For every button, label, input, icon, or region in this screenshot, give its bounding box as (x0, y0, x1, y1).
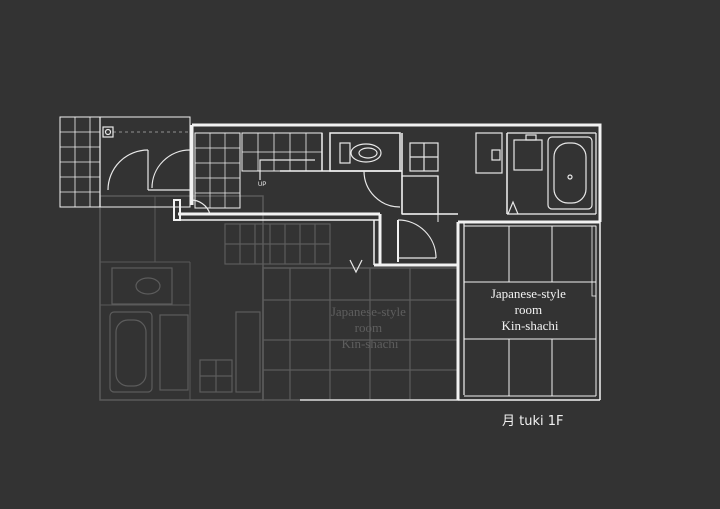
door-swing[interactable] (107, 149, 149, 191)
floor-caption: 月 tuki 1F (502, 414, 564, 429)
toilet-room (329, 132, 401, 208)
bathroom (506, 132, 597, 215)
toilet-icon (350, 143, 382, 163)
tokonoma (591, 225, 597, 297)
outer-walls (173, 123, 602, 401)
staircase[interactable]: UP (241, 132, 402, 188)
ghost-toilet (135, 277, 161, 295)
hall-door-swing[interactable] (397, 219, 437, 259)
entrance-porch (59, 116, 191, 208)
toilet-tank (339, 142, 351, 164)
bathtub (547, 136, 593, 210)
bath-step-icon (507, 200, 519, 215)
faucet-icon (525, 134, 537, 141)
ghost-wash-area (159, 314, 189, 391)
toilet-door-swing[interactable] (363, 170, 401, 208)
ghost-room-label: Japanese-style room Kin-shachi (331, 304, 409, 351)
stair-up-label: UP (258, 182, 266, 188)
bathtub-inner (553, 142, 587, 204)
ghost-tatami-grid (263, 268, 458, 400)
ghost-outer-left (99, 195, 264, 401)
main-floor-layer: UP (59, 116, 602, 429)
ghost-stair (224, 223, 331, 265)
genkan-tiles (189, 132, 241, 215)
kitchen-counter (475, 132, 503, 174)
tatami-room[interactable]: Japanese-style room Kin-shachi (464, 225, 597, 397)
ghost-bathtub (109, 311, 153, 393)
lamp-icon (102, 126, 114, 138)
ghost-toilet-room (111, 267, 173, 305)
door-swing[interactable] (151, 149, 191, 189)
kitchen-area (349, 132, 503, 274)
room-label: Japanese-style room Kin-shachi (491, 286, 569, 333)
washbasin-counter (513, 139, 543, 171)
ghost-floor-layer: Japanese-style room Kin-shachi (99, 195, 459, 401)
entry-arrow (349, 259, 363, 274)
ghost-counter (235, 311, 261, 393)
ghost-bathtub-inner (115, 319, 147, 387)
